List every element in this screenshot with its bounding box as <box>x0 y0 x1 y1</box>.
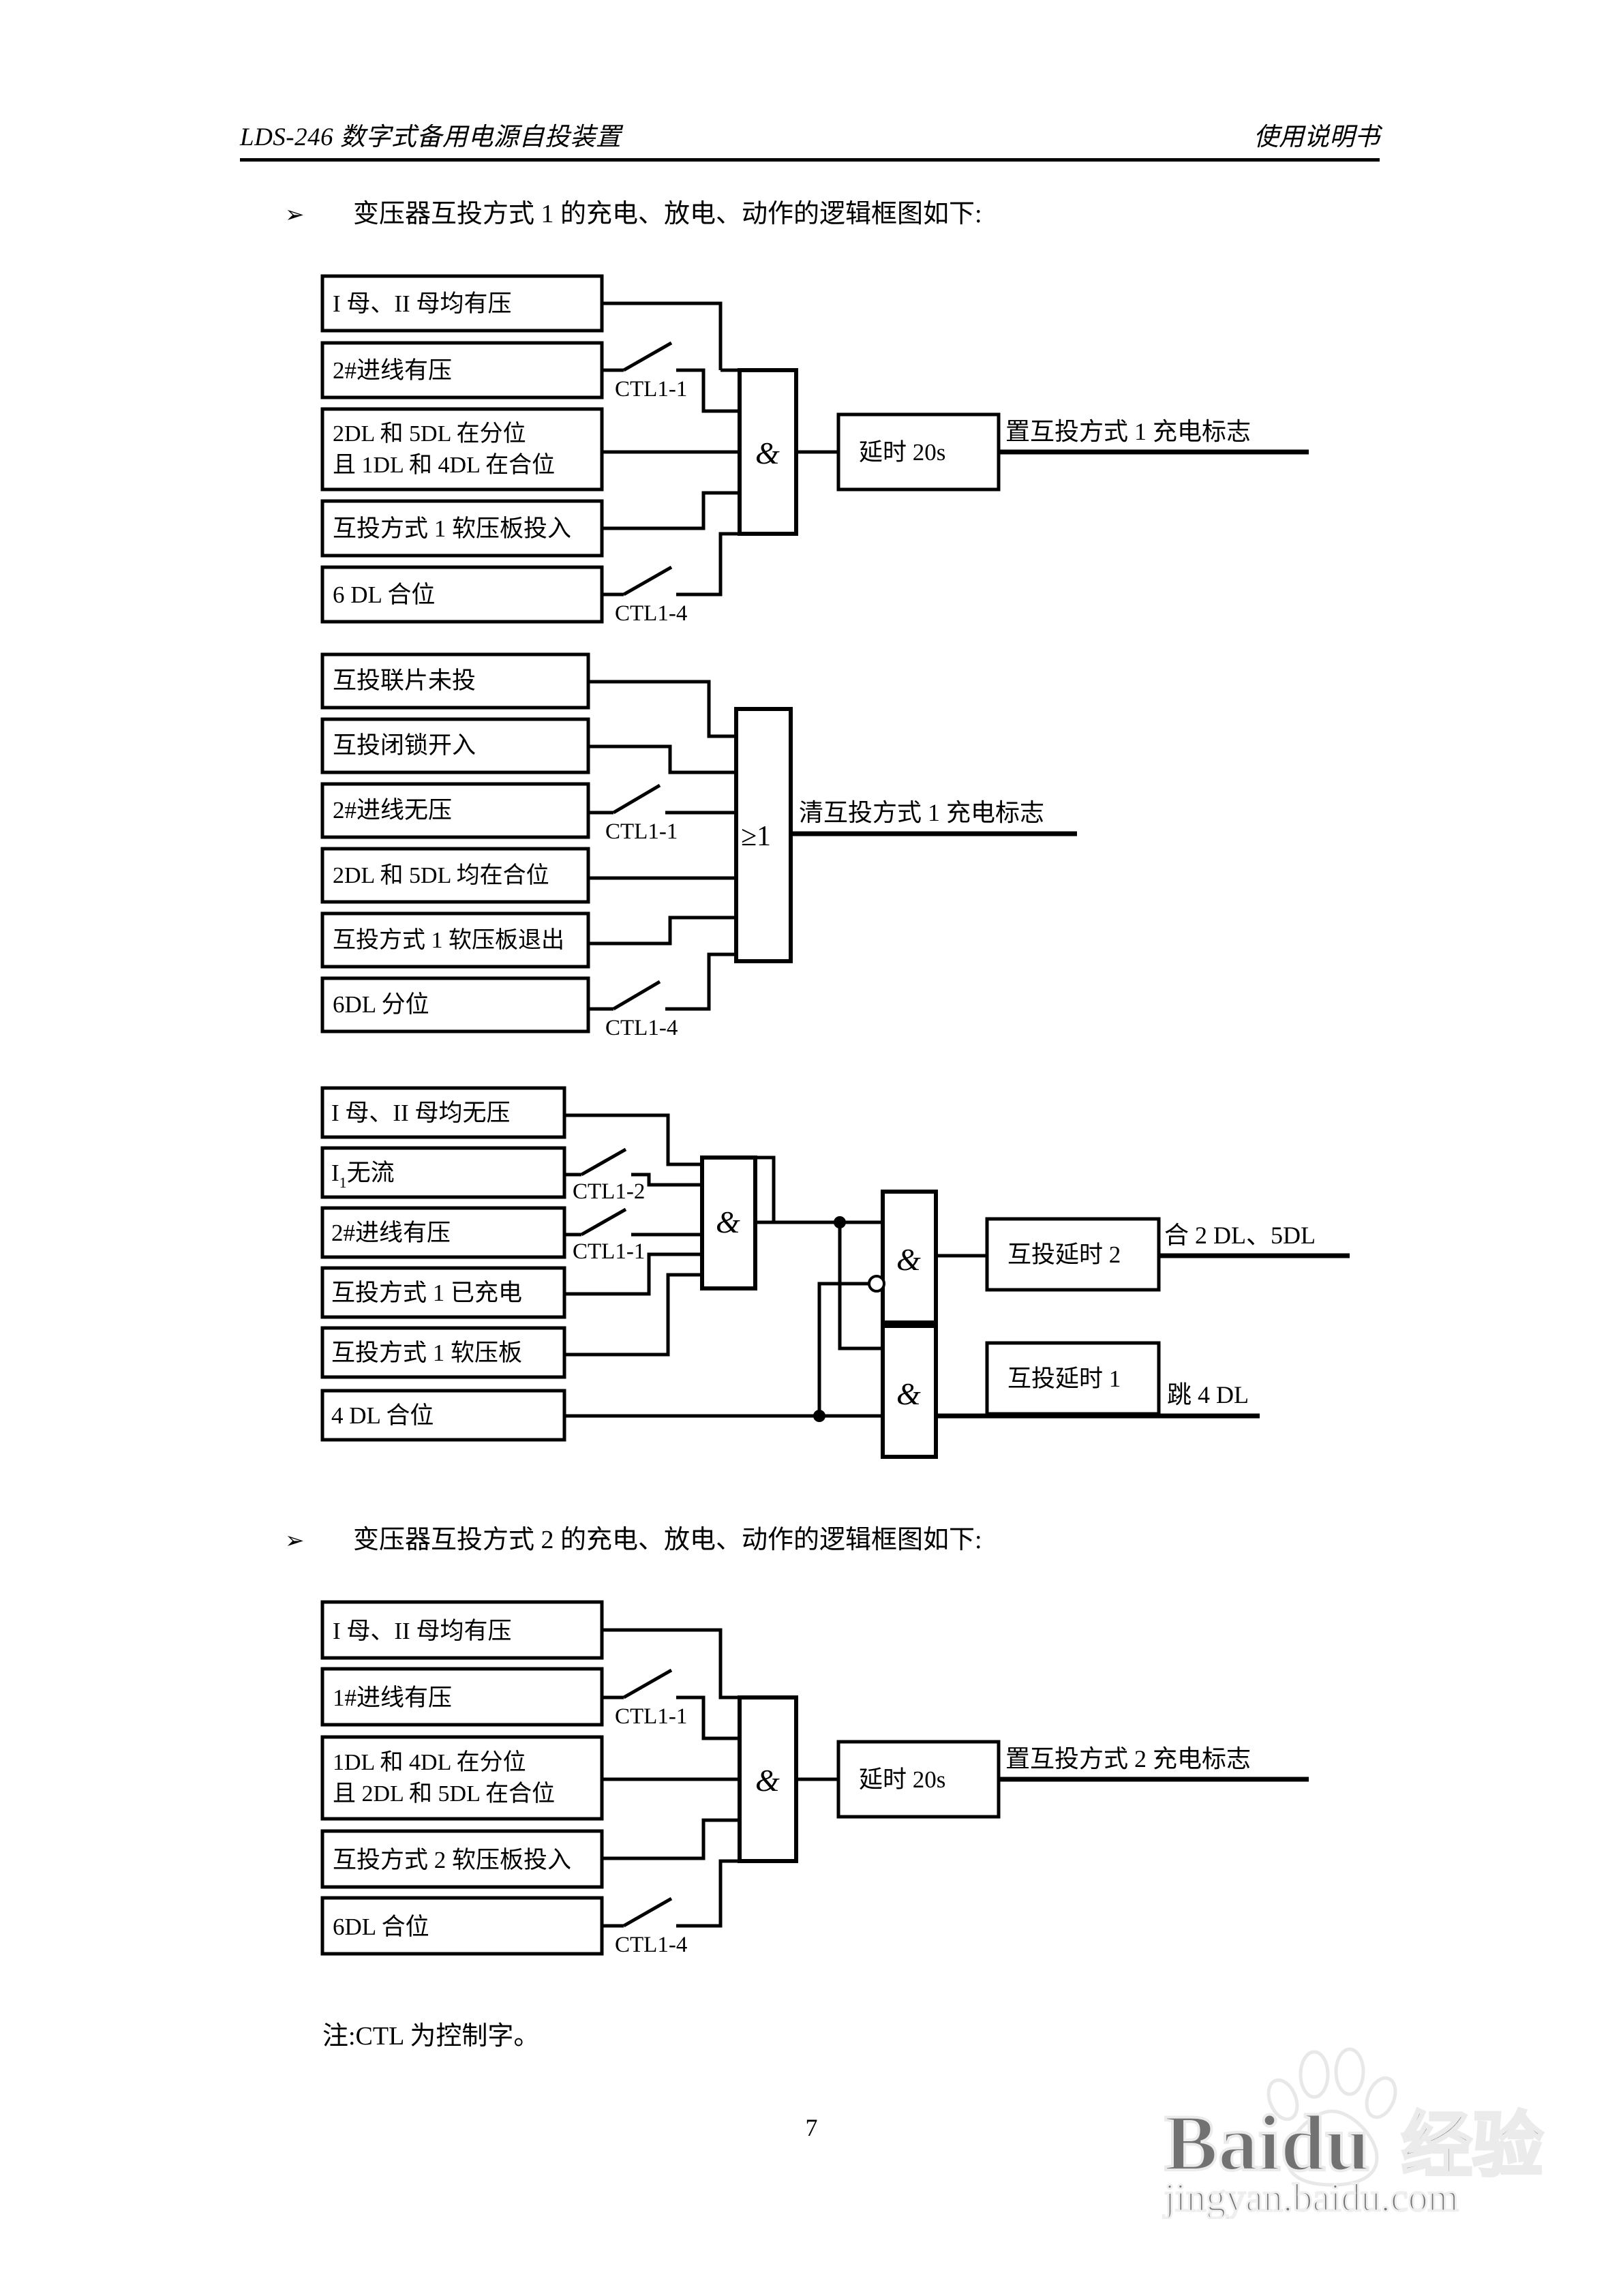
and-gate-symbol: & <box>755 1763 780 1798</box>
and-gate <box>738 1695 798 1863</box>
paw-pad-icon <box>1285 2109 1379 2187</box>
and-gate-symbol: & <box>755 436 780 470</box>
paw-toe-icon <box>1334 2047 1365 2096</box>
input-box <box>320 1600 604 1660</box>
input-box <box>320 717 590 774</box>
bullet-mode2: ➢ 变压器互投方式 2 的充电、放电、动作的逻辑框图如下: <box>285 1527 982 1553</box>
input-box <box>320 847 590 904</box>
or-gate-symbol: ≥1 <box>741 821 771 852</box>
ctl-label: CTL1-2 <box>573 1179 645 1204</box>
input-box <box>320 1829 604 1889</box>
input-box <box>320 782 590 839</box>
input-box-label: 互投闭锁开入 <box>333 732 476 759</box>
output-label: 置互投方式 1 充电标志 <box>1005 418 1251 445</box>
input-box-label: I 母、II 母均有压 <box>333 1618 511 1644</box>
ctl-label: CTL1-4 <box>615 601 687 626</box>
bullet-arrow-icon: ➢ <box>285 201 305 228</box>
ctl-label: CTL1-1 <box>573 1239 645 1264</box>
ctl-label: CTL1-4 <box>615 1933 687 1957</box>
bullet-mode1-text: 变压器互投方式 1 的充电、放电、动作的逻辑框图如下: <box>353 200 982 228</box>
delay-box <box>836 412 1001 492</box>
delay-box-2-label: 互投延时 2 <box>1007 1241 1121 1268</box>
bullet-arrow-icon: ➢ <box>285 1527 305 1554</box>
input-box-label: 互投方式 2 软压板投入 <box>333 1847 571 1873</box>
and-gate-3-symbol: & <box>896 1376 921 1411</box>
paw-toe-icon <box>1266 2078 1299 2121</box>
input-box <box>320 1146 566 1199</box>
input-box <box>320 274 604 333</box>
note-text: 注:CTL 为控制字。 <box>322 2022 540 2051</box>
output-label-1: 跳 4 DL <box>1167 1381 1249 1408</box>
or-gate <box>734 707 793 963</box>
input-box-label-line1: 2DL 和 5DL 在分位 <box>333 421 526 447</box>
input-box <box>320 1266 566 1319</box>
page-header: LDS-246 数字式备用电源自投装置 使用说明书 <box>240 116 1380 164</box>
input-box-label: 2#进线无压 <box>333 797 452 824</box>
input-box <box>320 1206 566 1259</box>
input-box-label: I 母、II 母均无压 <box>331 1100 510 1126</box>
ctl-label: CTL1-1 <box>615 1704 687 1729</box>
input-box <box>320 911 590 969</box>
watermark-url: jingyan.baidu.com <box>1163 2175 1459 2219</box>
diagram-charge-mode-1: I 母、II 母均有压 2#进线有压 2DL 和 5DL 在分位 且 1DL 和… <box>300 262 1336 626</box>
inverter-bubble-icon <box>868 1275 885 1293</box>
input-box <box>320 565 604 624</box>
input-box-label: 互投方式 1 软压板退出 <box>333 927 564 953</box>
output-label: 置互投方式 2 充电标志 <box>1005 1745 1251 1772</box>
delay-box-label: 延时 20s <box>859 1766 945 1793</box>
input-box-label: 4 DL 合位 <box>331 1402 434 1429</box>
watermark-brand: Baidu <box>1164 2098 1370 2188</box>
input-box-label-main: I1无流 <box>331 1160 395 1191</box>
input-box-label: 互投方式 1 软压板 <box>331 1340 522 1366</box>
input-box-label-line1: 1DL 和 4DL 在分位 <box>333 1749 526 1775</box>
input-box <box>320 1896 604 1956</box>
input-box-label: I 母、II 母均有压 <box>333 290 511 317</box>
and-gate-3 <box>881 1324 938 1459</box>
paw-toe-icon <box>1365 2076 1397 2119</box>
header-rule <box>240 158 1380 162</box>
input-box-label-line2: 且 1DL 和 4DL 在合位 <box>333 452 555 478</box>
diagram-discharge-mode-1: 互投联片未投 互投闭锁开入 2#进线无压 2DL 和 5DL 均在合位 互投方式… <box>300 641 1336 1040</box>
ctl-label: CTL1-1 <box>615 377 687 402</box>
ctl-label: CTL1-4 <box>605 1016 678 1040</box>
output-label: 清互投方式 1 充电标志 <box>799 799 1044 826</box>
paw-toe-icon <box>1299 2050 1330 2099</box>
page-number: 7 <box>805 2114 818 2141</box>
diagram-charge-mode-2: I 母、II 母均有压 1#进线有压 1DL 和 4DL 在分位 且 2DL 和… <box>300 1588 1336 1957</box>
input-box <box>320 341 604 399</box>
input-box-label: 2#进线有压 <box>331 1220 451 1246</box>
ctl-label: CTL1-1 <box>605 819 678 844</box>
header-title-left: LDS-246 数字式备用电源自投装置 <box>240 123 622 151</box>
bullet-mode2-text: 变压器互投方式 2 的充电、放电、动作的逻辑框图如下: <box>353 1526 982 1554</box>
bullet-mode1: ➢ 变压器互投方式 1 的充电、放电、动作的逻辑框图如下: <box>285 201 982 227</box>
input-box <box>320 1735 604 1821</box>
delay-box-2 <box>985 1217 1161 1292</box>
and-gate-2-symbol: & <box>896 1242 921 1277</box>
input-box-label: 6 DL 合位 <box>333 581 435 608</box>
input-box-label: 1#进线有压 <box>333 1685 452 1711</box>
diagram-action-mode-1: I 母、II 母均无压 I1无流 2#进线有压 互投方式 1 已充电 互投方式 … <box>300 1077 1391 1459</box>
and-gate-1-symbol: & <box>716 1205 740 1239</box>
input-box-label: 互投方式 1 已充电 <box>331 1280 522 1306</box>
baidu-jingyan-watermark: Baidu 经验 jingyan.baidu.com <box>1132 2035 1595 2219</box>
and-gate-1 <box>700 1155 757 1290</box>
input-box-label: 2#进线有压 <box>333 357 452 384</box>
input-box-label: 2DL 和 5DL 均在合位 <box>333 862 549 888</box>
input-box <box>320 1389 566 1442</box>
header-title-right: 使用说明书 <box>1254 123 1380 151</box>
delay-box-1-label: 互投延时 1 <box>1007 1365 1121 1392</box>
input-box-label: 6DL 合位 <box>333 1914 429 1940</box>
input-box-label: 互投方式 1 软压板投入 <box>333 515 571 542</box>
input-box-label-line2: 且 2DL 和 5DL 在合位 <box>333 1781 555 1807</box>
input-box <box>320 976 590 1033</box>
delay-box-label: 延时 20s <box>859 439 945 466</box>
watermark-brand-cn: 经验 <box>1401 2107 1543 2186</box>
input-box <box>320 652 590 710</box>
output-label-2: 合 2 DL、5DL <box>1164 1222 1316 1249</box>
input-box-label: 互投联片未投 <box>333 667 476 694</box>
input-box-label: 6DL 分位 <box>333 991 429 1018</box>
input-box <box>320 1326 566 1379</box>
input-box <box>320 1086 566 1139</box>
input-box <box>320 407 604 492</box>
